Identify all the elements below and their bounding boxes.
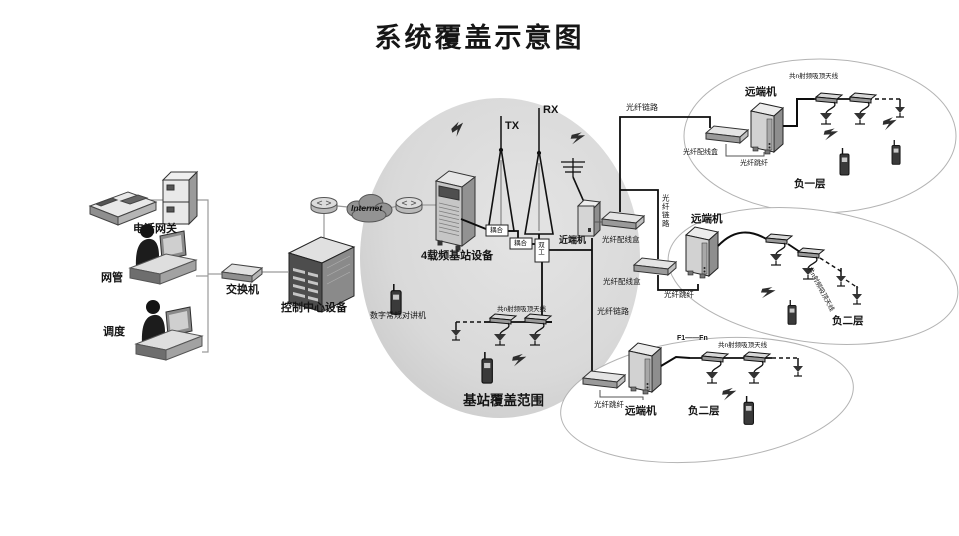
router-icon-left (310, 197, 338, 214)
b1-floor-label: 负一层 (794, 178, 826, 190)
fiber-jumper-label-mid: 光纤跳纤 (664, 290, 694, 299)
page-title: 系统覆盖示意图 (374, 23, 585, 53)
b2l-floor-label: 负二层 (688, 405, 720, 417)
floor-b2-lower-group (582, 342, 804, 426)
router-icon-right (395, 197, 423, 214)
lan-lines (150, 199, 436, 353)
b2l-remote-unit-label: 远端机 (625, 405, 657, 417)
rx-label: RX (543, 104, 559, 116)
coverage-ceiling-antennas-label: 共n射频吸顶天线 (497, 306, 547, 313)
base-station-rack-icon (434, 170, 477, 251)
coupler-box-2 (509, 237, 533, 250)
coverage-area-label: 基站覆盖范围 (463, 393, 544, 408)
switch-icon (220, 263, 264, 284)
coverage-ceiling-chain (450, 313, 552, 384)
dispatcher-operator-icon (135, 299, 203, 361)
floor-b2-upper-ellipse (667, 207, 959, 345)
coupler-label-2: 耦合 (514, 240, 527, 247)
fiber-patch-box-label-1: 光纤配线盒 (602, 235, 640, 244)
internet-label: Internet (351, 203, 383, 213)
fiber-trunks (591, 116, 711, 374)
control-center-icon (287, 236, 356, 313)
gateway-server-icon (161, 170, 199, 226)
near-end-antenna-icon (561, 158, 585, 203)
near-end-unit-icon (576, 199, 602, 238)
digital-handset-label: 数字常规对讲机 (370, 311, 426, 320)
phone-icon (88, 191, 158, 226)
b2u-floor-label: 负二层 (832, 315, 864, 327)
tx-label: TX (505, 120, 520, 132)
control-center-label: 控制中心设备 (281, 302, 347, 314)
internet-cloud-icon (346, 194, 393, 223)
switch-label: 交换机 (226, 284, 259, 296)
coupler-label-1: 耦合 (490, 227, 503, 234)
b2l-fiber-jumper-label: 光纤跳纤 (594, 400, 624, 409)
fiber-patch-box-label-2: 光纤配线盒 (603, 277, 641, 286)
coupler-box-1 (485, 224, 509, 237)
fiber-link-label-top: 光纤链路 (626, 103, 658, 112)
phone-gateway-label: 电话网关 (133, 223, 177, 235)
fiber-link-label-vertical: 光纤链路 (661, 194, 671, 228)
b2l-ceiling-antennas-label: 共n射频吸顶天线 (718, 342, 768, 349)
dispatcher-label: 调度 (103, 326, 125, 338)
floor-b1-group (705, 92, 906, 176)
duplexer-label: 双工 (538, 242, 545, 256)
b2l-freq-channels-label: F1——Fn (677, 335, 708, 342)
fiber-link-label-down: 光纤链路 (597, 307, 629, 316)
coverage-circle (360, 98, 640, 418)
near-end-unit-label: 近端机 (559, 235, 587, 245)
floor-b2-upper-group (685, 226, 863, 325)
base-station-label: 4载频基站设备 (421, 250, 494, 262)
b1-fiber-jumper-label: 光纤跳纤 (740, 160, 768, 167)
b1-fiber-patch-box-label: 光纤配线盒 (683, 149, 718, 156)
b1-ceiling-antennas-label: 共n射频吸顶天线 (789, 73, 839, 80)
b1-remote-unit-label: 远端机 (745, 86, 777, 98)
b2u-remote-unit-label: 远端机 (691, 213, 723, 225)
network-admin-label: 网管 (101, 272, 123, 284)
duplexer-box (534, 238, 550, 263)
